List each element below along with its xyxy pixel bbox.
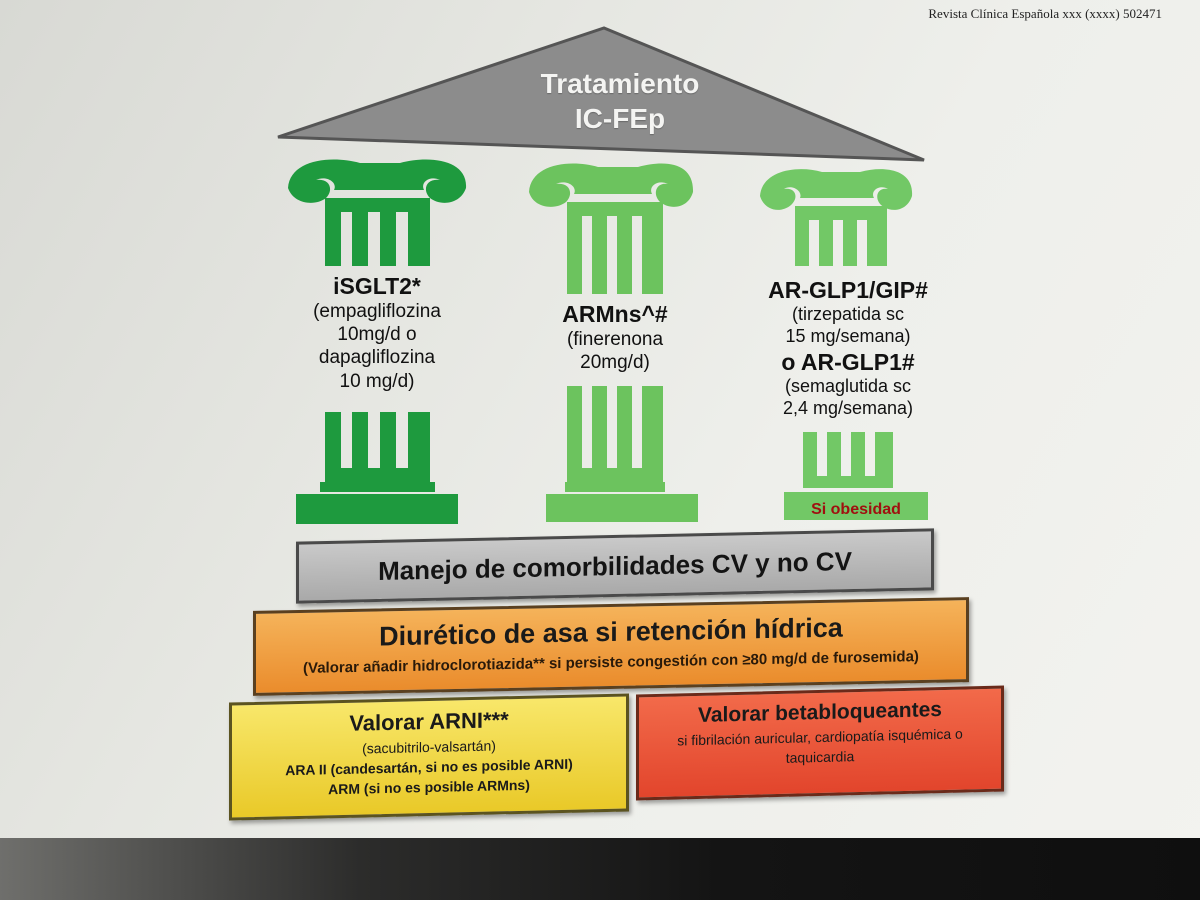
column-isglt2-detail-4: 10 mg/d): [339, 370, 415, 392]
column-arglp1-detail-2: 15 mg/semana): [785, 326, 911, 346]
betablockers-title: Valorar betabloqueantes: [698, 698, 942, 727]
column-arglp1-detail-4: 2,4 mg/semana): [782, 397, 914, 418]
column-armns: [529, 163, 698, 522]
column-armns-base: [546, 494, 698, 522]
column-arglp1: [760, 169, 928, 520]
column-arglp1-base-note: Si obesidad: [811, 501, 901, 518]
column-isglt2-detail-3: dapagliflozina: [318, 347, 436, 369]
roof-title-line2: IC-FEp: [574, 103, 666, 134]
monitor-bezel: [0, 838, 1200, 900]
column-armns-text: ARMns^# (finerenona 20mg/d): [540, 300, 690, 374]
column-isglt2: [288, 159, 467, 524]
column-armns-name: ARMns^#: [562, 301, 668, 327]
column-armns-detail-2: 20mg/d): [580, 352, 650, 374]
arni-line-3: ARM (si no es posible ARMns): [328, 776, 530, 798]
column-arglp1-text: AR-GLP1/GIP# (tirzepatida sc 15 mg/seman…: [768, 276, 928, 420]
diuretic-title: Diurético de asa si retención hídrica: [379, 612, 843, 652]
column-arglp1-detail-1: (tirzepatida sc: [791, 304, 905, 325]
journal-header: Revista Clínica Española xxx (xxxx) 5024…: [928, 6, 1162, 21]
column-isglt2-detail-1: (empagliflozina: [313, 301, 441, 323]
betablockers-box: Valorar betabloqueantes si fibrilación a…: [636, 685, 1004, 801]
temple-roof: [277, 26, 925, 162]
column-arglp1-name-1: AR-GLP1/GIP#: [768, 277, 928, 303]
diuretic-box: Diurético de asa si retención hídrica (V…: [253, 597, 969, 696]
arni-title: Valorar ARNI***: [349, 707, 509, 736]
roof-title: Tratamiento IC-FEp: [520, 66, 720, 136]
column-arglp1-capital: [760, 169, 913, 210]
betablockers-line-2: taquicardia: [785, 748, 855, 766]
column-armns-capital: [529, 163, 694, 207]
column-isglt2-top-block: [325, 198, 430, 212]
column-isglt2-base: [296, 494, 458, 524]
roof-title-line1: Tratamiento: [540, 68, 700, 99]
column-armns-detail-1: (finerenona: [566, 329, 664, 351]
column-arglp1-detail-3: (semaglutida sc: [784, 376, 912, 396]
column-isglt2-detail-2: 10mg/d o: [337, 324, 417, 346]
column-arglp1-base: [784, 492, 928, 520]
column-arglp1-name-2: o AR-GLP1#: [781, 348, 915, 375]
arni-box: Valorar ARNI*** (sacubitrilo-valsartán) …: [229, 693, 629, 821]
column-isglt2-name: iSGLT2*: [333, 273, 421, 299]
column-isglt2-text: iSGLT2* (empagliflozina 10mg/d o dapagli…: [292, 272, 462, 393]
column-isglt2-capital: [288, 159, 467, 203]
